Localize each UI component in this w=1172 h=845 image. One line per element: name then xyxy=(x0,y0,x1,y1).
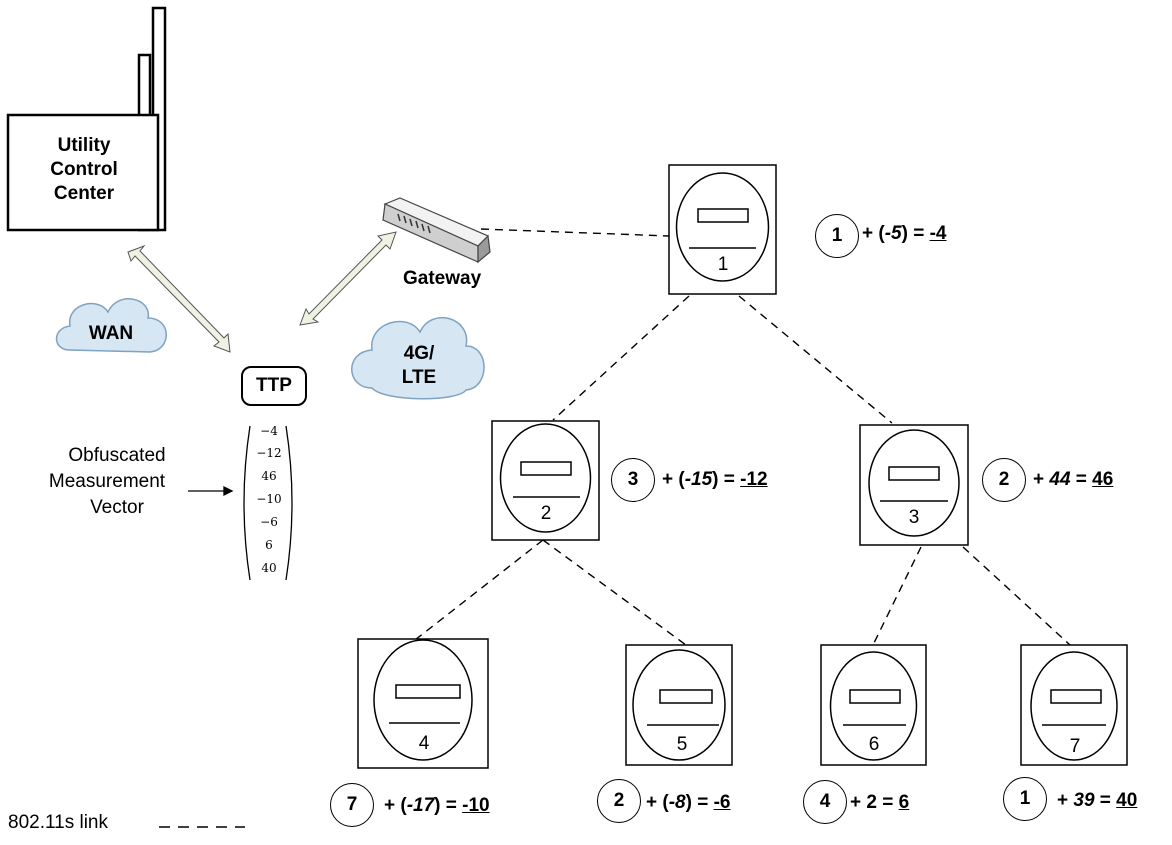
lte-label: 4G/ LTE xyxy=(378,342,460,390)
meter-3-id: 3 xyxy=(908,507,920,528)
meter-1-value-circle: 1 xyxy=(815,214,859,258)
meter-5-equation: + (-8) = -6 xyxy=(646,792,731,813)
meter-6-equation: + 2 = 6 xyxy=(850,792,910,813)
control-center-building xyxy=(6,6,167,232)
vector-entry: −6 xyxy=(260,515,278,529)
meter-2-result: -12 xyxy=(740,469,768,490)
obfuscated-arrow-icon xyxy=(188,485,234,497)
meter-6-id: 6 xyxy=(868,734,880,755)
vector-entry: −4 xyxy=(260,424,278,438)
vector-entry: −12 xyxy=(256,446,282,460)
meter-4-value-circle: 7 xyxy=(330,783,374,827)
meter-2-equation: + (-15) = -12 xyxy=(662,469,768,490)
lte-link-arrow xyxy=(299,231,397,326)
meter-1-equation: + (-5) = -4 xyxy=(862,223,947,244)
vector-entry: 46 xyxy=(261,469,277,483)
obfuscated-line1: Obfuscated xyxy=(68,445,166,466)
meter-5 xyxy=(625,644,733,766)
legend-label: 802.11s link xyxy=(8,812,108,833)
meter-3-value-circle: 2 xyxy=(982,458,1026,502)
control-center-label: Utility Control Center xyxy=(10,134,158,206)
obfuscated-line3: Vector xyxy=(90,497,144,518)
lte-cloud-icon xyxy=(351,316,485,400)
meter-4-id: 4 xyxy=(418,733,430,754)
vector-brackets xyxy=(243,425,293,581)
meter-7-result: 40 xyxy=(1116,790,1138,811)
meter-7-value-circle: 1 xyxy=(1003,777,1047,821)
meter-4-result: -10 xyxy=(462,795,490,816)
meter-7-id: 7 xyxy=(1069,736,1081,757)
vector-entry: −10 xyxy=(256,492,282,506)
obfuscated-line2: Measurement xyxy=(48,471,166,492)
meter-7 xyxy=(1020,644,1128,766)
meter-5-value-circle: 2 xyxy=(597,779,641,823)
meter-6-value-circle: 4 xyxy=(803,780,847,824)
meter-1-id: 1 xyxy=(717,254,729,275)
wan-cloud-icon xyxy=(55,298,167,353)
lte-label-line1: 4G/ xyxy=(403,343,435,364)
meter-5-id: 5 xyxy=(676,734,688,755)
mesh-links xyxy=(414,228,1071,646)
lte-label-line2: LTE xyxy=(401,367,437,388)
meter-4 xyxy=(357,638,489,769)
meter-3-result: 46 xyxy=(1092,469,1114,490)
meter-1 xyxy=(668,164,777,295)
gateway-label: Gateway xyxy=(403,268,482,289)
vector-entry: 40 xyxy=(261,561,277,575)
meter-2-value-circle: 3 xyxy=(611,458,655,502)
ttp-box: TTP xyxy=(241,366,307,406)
meter-4-noise: -17 xyxy=(406,795,435,816)
meter-2-id: 2 xyxy=(540,503,552,524)
meter-1-result: -4 xyxy=(929,223,947,244)
control-center-line1: Utility xyxy=(57,135,111,156)
vector-entry: 6 xyxy=(265,538,273,552)
meter-3 xyxy=(859,424,969,546)
meter-5-noise: -8 xyxy=(668,792,686,813)
meter-2 xyxy=(491,420,600,541)
obfuscated-vector-label: Obfuscated Measurement Vector xyxy=(32,443,202,521)
wan-link-arrow xyxy=(127,244,231,353)
meter-6 xyxy=(820,644,927,766)
control-center-line3: Center xyxy=(53,183,115,204)
meter-2-noise: -15 xyxy=(684,469,713,490)
meter-7-noise: 39 xyxy=(1073,790,1095,811)
meter-1-noise: -5 xyxy=(884,223,902,244)
meter-6-result: 6 xyxy=(898,792,910,813)
meter-3-noise: 44 xyxy=(1049,469,1071,490)
wan-label: WAN xyxy=(88,323,134,344)
meter-7-equation: + 39 = 40 xyxy=(1057,790,1138,811)
control-center-line2: Control xyxy=(50,159,118,180)
meter-4-equation: + (-17) = -10 xyxy=(384,795,490,816)
meter-6-noise: 2 xyxy=(866,792,877,813)
meter-3-equation: + 44 = 46 xyxy=(1033,469,1114,490)
gateway-icon xyxy=(382,197,491,264)
meter-5-result: -6 xyxy=(713,792,731,813)
